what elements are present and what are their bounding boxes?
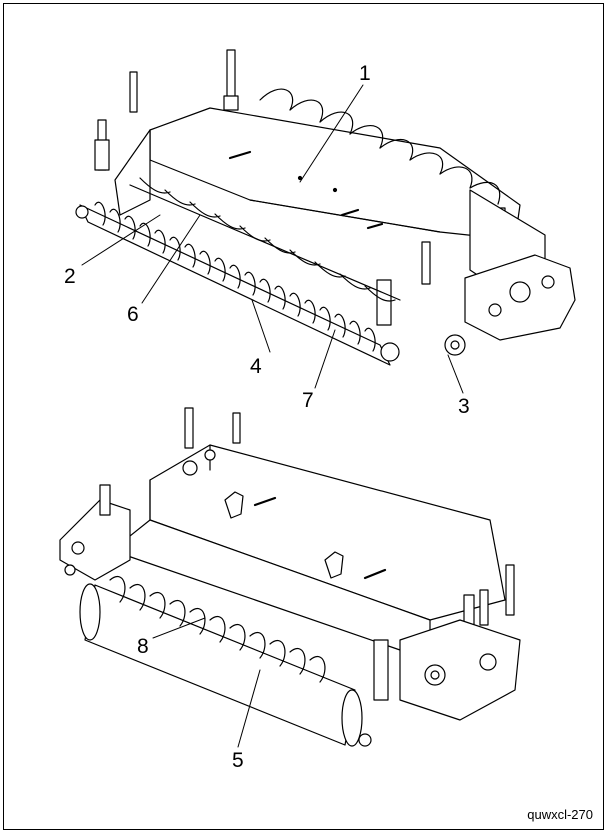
figure-code: quwxcl-270	[527, 807, 593, 822]
callout-8: 8	[137, 635, 149, 658]
helical-brush	[109, 576, 326, 683]
callout-5: 5	[232, 749, 244, 772]
front-roller-shaft	[79, 204, 391, 366]
callout-3: 3	[458, 395, 470, 418]
front-roller-coils	[94, 201, 376, 352]
callout-6: 6	[127, 303, 139, 326]
rear-reel-coils	[259, 88, 501, 205]
figure-frame	[3, 3, 604, 830]
leader-4	[251, 299, 271, 353]
callout-1: 1	[359, 62, 371, 85]
callout-2: 2	[64, 265, 76, 288]
leader-8	[152, 617, 206, 639]
drive-hub	[444, 334, 466, 356]
leader-1	[299, 84, 364, 183]
leader-2	[81, 214, 161, 266]
callout-7: 7	[302, 389, 314, 412]
right-end-gearbox	[399, 619, 521, 721]
callout-4: 4	[250, 355, 262, 378]
leader-7	[314, 329, 336, 389]
leader-3	[447, 354, 464, 394]
cutting-reel-blades	[129, 177, 401, 302]
bottom-assembly	[59, 407, 521, 747]
left-side-plate	[114, 129, 151, 216]
leader-lines	[81, 84, 464, 748]
leader-5	[237, 669, 261, 748]
top-assembly	[75, 49, 576, 366]
leader-6	[141, 214, 201, 304]
